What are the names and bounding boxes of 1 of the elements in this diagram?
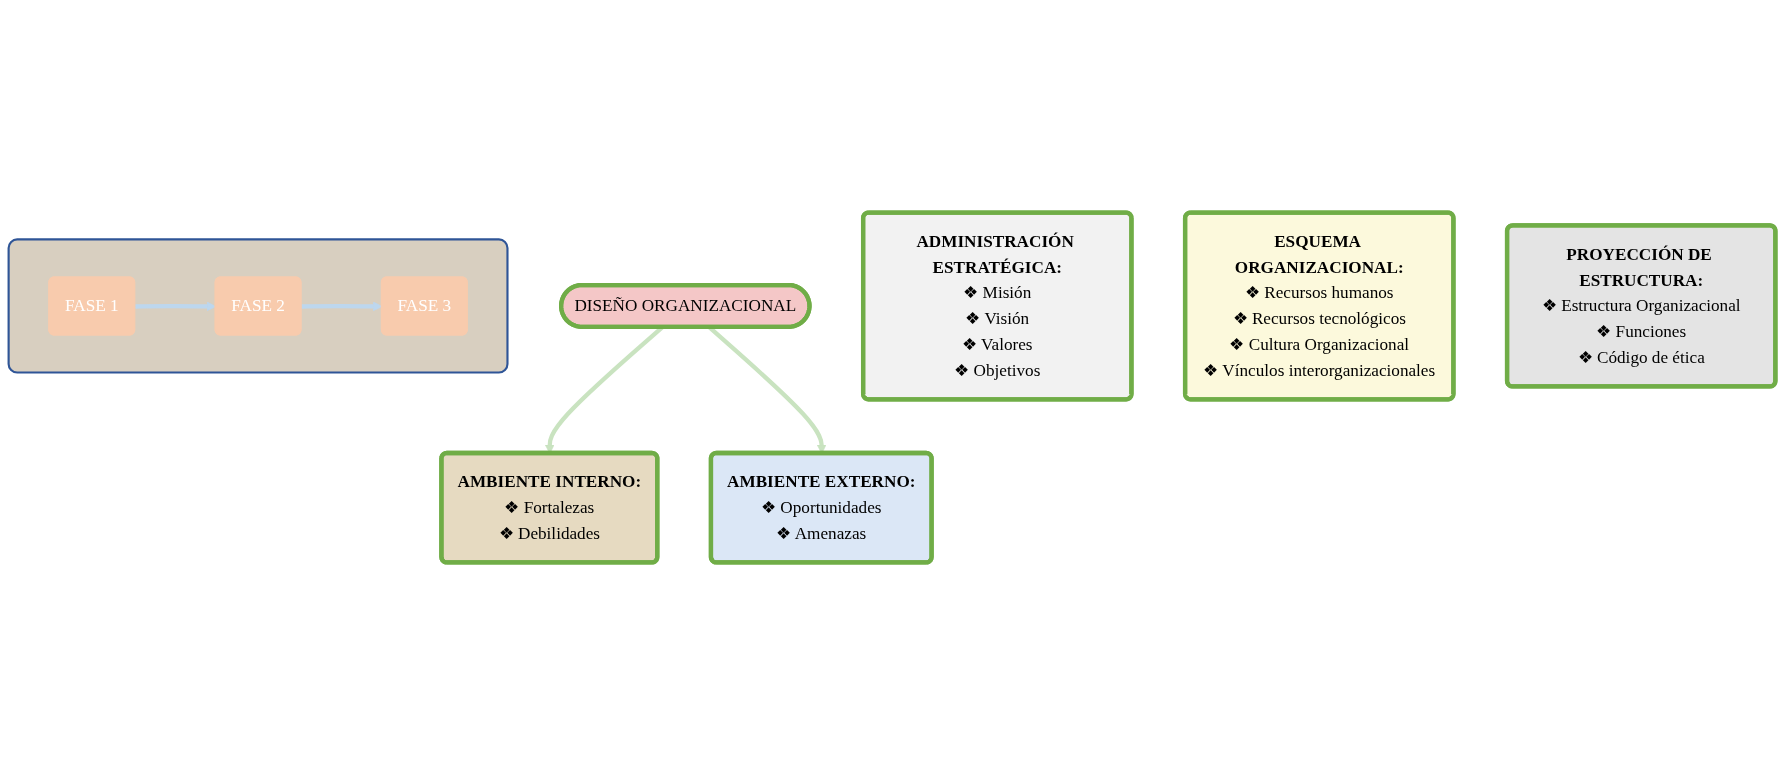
- cluster: [7, 238, 509, 375]
